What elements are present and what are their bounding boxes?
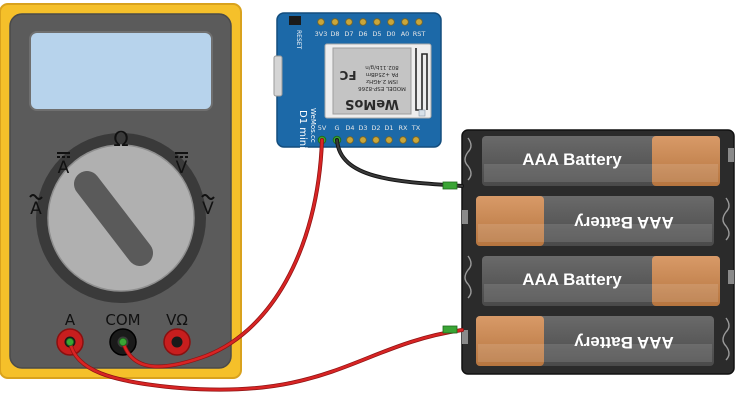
pin-label: D0 — [386, 30, 395, 38]
antenna-trace — [415, 48, 428, 111]
reset-button[interactable] — [289, 16, 301, 25]
svg-text:A: A — [58, 158, 70, 178]
amps-probe-end — [66, 337, 75, 346]
pin-label: D2 — [371, 124, 380, 132]
module-brand: WeMoS — [345, 96, 399, 111]
port-label-amps: A — [65, 311, 76, 329]
board-site: WeMos.cc — [309, 108, 317, 143]
pin-label: 3V3 — [315, 30, 328, 38]
battery-cell-1: AAA Battery — [482, 136, 720, 186]
ac-amps-symbol: A — [29, 194, 43, 219]
dc-amps-symbol: A — [57, 152, 70, 178]
svg-text:V: V — [202, 199, 214, 219]
dial-pointer — [74, 171, 153, 266]
battery-cell-2: AAA Battery — [476, 196, 714, 246]
esp8266-module: WeMoS MODEL ESP-8266 ISM 2.4GHz PA +25dB… — [324, 43, 432, 119]
pin-label: G — [334, 124, 339, 132]
battery-cell-3: AAA Battery — [482, 256, 720, 306]
spring-contact — [464, 137, 472, 181]
module-ism: ISM 2.4GHz — [366, 78, 398, 84]
top-pin-row: 3V3 D8 D7 D6 D5 D0 A0 RST — [315, 18, 426, 38]
battery-label: AAA Battery — [574, 213, 674, 232]
battery-cell-4: AAA Battery — [476, 316, 714, 366]
module-pa: PA +25dBm — [366, 71, 399, 77]
wemos-d1-mini-board: RESET 3V3 D8 D7 D6 D5 D0 A0 RST — [273, 12, 442, 149]
port-label-volts-ohms: VΩ — [166, 311, 188, 329]
battery-label: AAA Battery — [574, 333, 674, 352]
pin-label: RST — [413, 30, 426, 38]
reset-label: RESET — [295, 30, 302, 50]
svg-text:A: A — [30, 199, 42, 219]
ac-volts-symbol: V — [201, 194, 215, 219]
svg-text:V: V — [176, 158, 188, 178]
module-std: 802.11b/g/n — [365, 64, 399, 70]
pin-label: D5 — [372, 30, 381, 38]
battery-holder: AAA Battery AAA Battery AAA Battery AAA … — [461, 129, 735, 375]
pin-label: D6 — [358, 30, 367, 38]
pin-label: D4 — [345, 124, 354, 132]
module-model: MODEL ESP-8266 — [358, 85, 406, 91]
pin-label: 5V — [318, 124, 327, 132]
board-name: D1 mini — [297, 110, 308, 149]
pin-label: D3 — [358, 124, 367, 132]
pin-label: D1 — [384, 124, 393, 132]
multimeter: Ω A V A V A COM VΩ — [0, 3, 242, 379]
battery-label: AAA Battery — [522, 150, 622, 169]
port-volts-ohms[interactable] — [163, 328, 191, 356]
pin-label: A0 — [401, 30, 410, 38]
pin-label: D7 — [344, 30, 353, 38]
pin-label: D8 — [330, 30, 339, 38]
fc-mark: FC — [339, 68, 356, 82]
com-probe-end — [119, 337, 128, 346]
battery-label: AAA Battery — [522, 270, 622, 289]
battery-positive-terminal[interactable] — [442, 325, 458, 334]
led — [418, 109, 426, 117]
pin-label: TX — [411, 124, 421, 132]
ohm-symbol: Ω — [113, 127, 128, 151]
lcd-display — [29, 31, 213, 111]
usb-port[interactable] — [273, 55, 283, 97]
battery-negative-terminal[interactable] — [442, 181, 458, 190]
port-label-com: COM — [105, 311, 140, 329]
pin-label: RX — [399, 124, 409, 132]
bottom-pin-row: 5V G D4 D3 D2 D1 RX TX — [317, 124, 421, 145]
dc-volts-symbol: V — [175, 152, 188, 178]
